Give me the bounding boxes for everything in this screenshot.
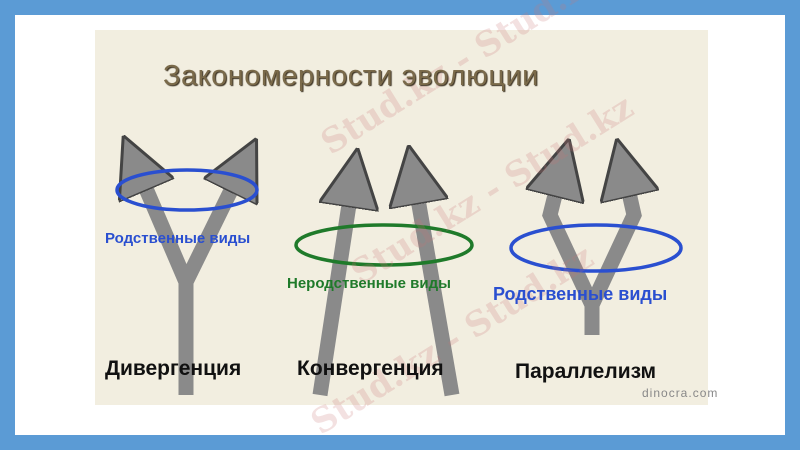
parallelism-left-branch [550,175,599,309]
divergence-right-branch [179,172,240,286]
divergence-ring [115,168,259,212]
parallelism-ring [509,223,683,273]
convergence-label: Конвергенция [297,357,444,380]
credit-text: dinocra.com [642,386,719,400]
parallelism-right-branch [585,175,634,309]
convergence-ring-label: Неродственные виды [287,275,451,292]
diagram-image [95,30,708,405]
convergence-left-arrow [312,185,352,397]
convergence-right-arrow [415,182,460,397]
parallelism-label: Параллелизм [515,360,657,383]
parallelism-ring-label: Родственные виды [493,284,668,304]
page-title: Закономерности эволюции [163,60,539,92]
divergence-left-branch [138,170,193,285]
divergence-ring-label: Родственные виды [105,230,251,247]
divergence-label: Дивергенция [105,357,242,380]
convergence-ring [294,223,474,267]
